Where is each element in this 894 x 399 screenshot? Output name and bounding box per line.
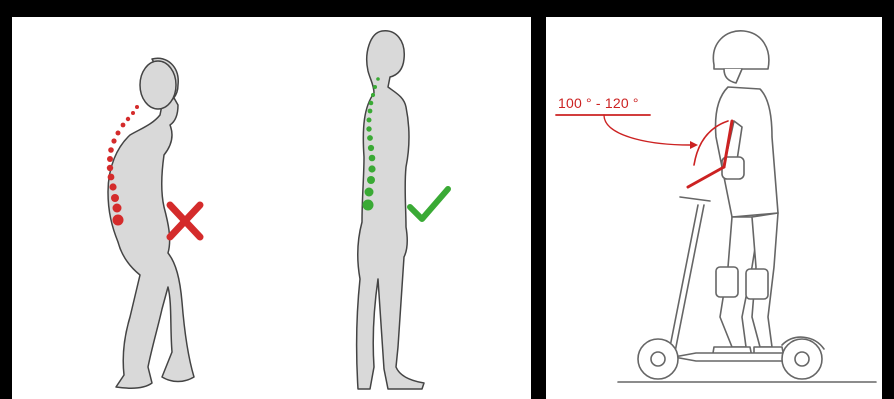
- scooter-illustration: [546, 17, 882, 399]
- elbow-angle-label: 100 ° - 120 °: [558, 95, 639, 111]
- elbow-angle-indicator: [556, 115, 732, 187]
- posture-comparison-panel: [12, 17, 531, 399]
- scooter-stem: [668, 205, 698, 357]
- checkmark-icon: [410, 189, 448, 219]
- front-wheel: [638, 339, 678, 379]
- helmet: [713, 31, 768, 69]
- handlebar: [680, 197, 710, 201]
- scooter-posture-panel: 100 ° - 120 °: [546, 17, 882, 399]
- posture-illustration: [12, 17, 531, 399]
- rear-wheel: [782, 339, 822, 379]
- cross-icon: [170, 205, 200, 237]
- rider-body: [716, 87, 779, 217]
